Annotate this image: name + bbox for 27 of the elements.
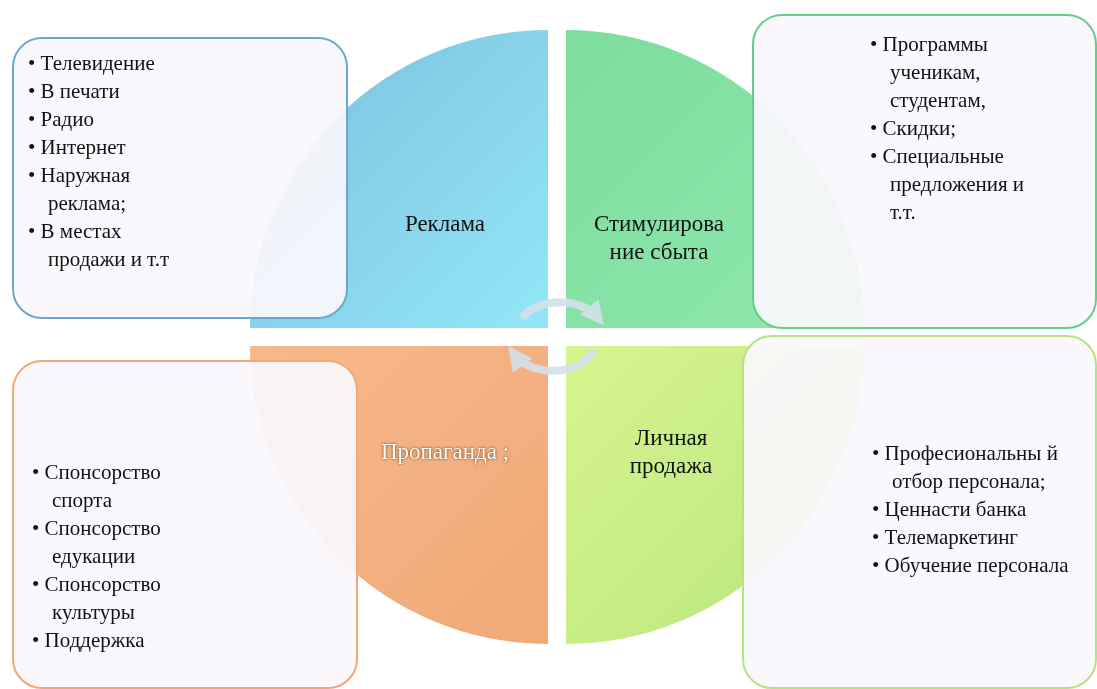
bullet-item: • Спонсорство культуры <box>32 571 162 626</box>
bullet-item: • Спонсорство спорта <box>32 459 162 514</box>
bullet-item: • Обучение персонала <box>872 552 1070 579</box>
bullet-item: • Программы ученикам, студентам, <box>870 31 989 114</box>
bullet-item: • Професиональны й отбор персонала; <box>872 440 1059 495</box>
bullet-item: • В местах продажи и т.т <box>28 218 171 273</box>
bullet-item: • Радио <box>28 106 96 133</box>
bullet-item: • Скидки; <box>870 115 957 142</box>
quadrant-label: Реклама <box>403 210 487 238</box>
bullet-item: • Телемаркетинг <box>872 524 1019 551</box>
text-card <box>752 14 1097 329</box>
text-card <box>12 360 358 689</box>
quadrant-label: Пропаганда ; <box>379 438 511 466</box>
quadrant-label: Личная продажа <box>628 424 714 480</box>
bullet-item: • Поддержка <box>32 627 146 654</box>
bullet-item: • Интернет <box>28 134 127 161</box>
bullet-item: • Специальные предложения и т.т. <box>870 143 1026 226</box>
bullet-item: • В печати <box>28 78 121 105</box>
bullet-item: • Наружная реклама; <box>28 162 132 217</box>
circular-arrow <box>507 346 598 375</box>
quadrant-label: Стимулирова ние сбыта <box>593 210 725 266</box>
text-card <box>12 37 348 319</box>
bullet-item: • Телевидение <box>28 50 156 77</box>
bullet-item: • Ценнасти банка <box>872 496 1028 523</box>
text-card <box>742 335 1097 689</box>
circular-arrow <box>519 298 605 326</box>
bullet-item: • Спонсорство едукации <box>32 515 162 570</box>
